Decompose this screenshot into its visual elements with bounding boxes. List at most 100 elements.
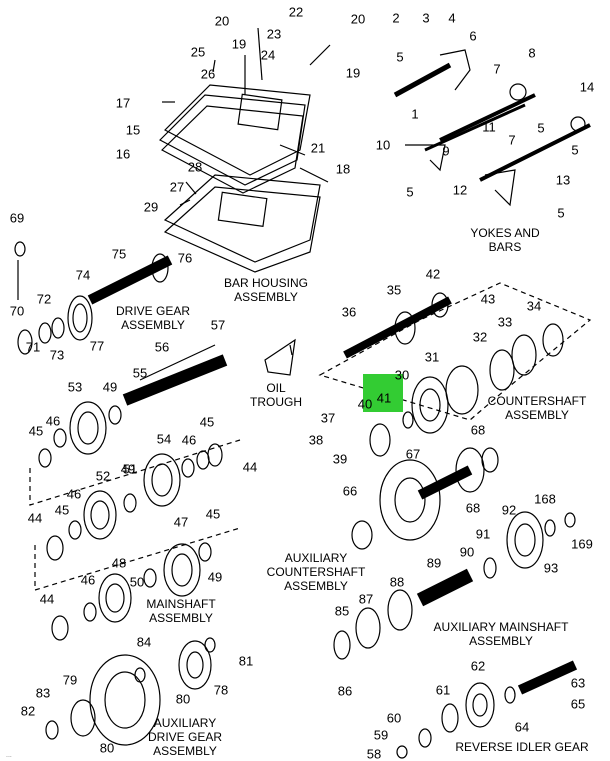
part-number-20[interactable]: 20: [350, 11, 366, 27]
part-number-89[interactable]: 89: [426, 555, 442, 571]
part-number-39[interactable]: 39: [332, 451, 348, 467]
part-number-80[interactable]: 80: [99, 740, 115, 756]
part-number-40[interactable]: 40: [357, 396, 373, 412]
part-number-7[interactable]: 7: [493, 61, 501, 77]
part-number-29[interactable]: 29: [143, 199, 159, 215]
part-number-68[interactable]: 68: [465, 500, 481, 516]
part-number-16[interactable]: 16: [115, 146, 131, 162]
part-number-5[interactable]: 5: [396, 49, 404, 65]
part-number-63[interactable]: 63: [570, 675, 586, 691]
part-number-31[interactable]: 31: [424, 349, 440, 365]
part-number-46[interactable]: 46: [66, 486, 82, 502]
part-number-68[interactable]: 68: [470, 422, 486, 438]
part-number-2[interactable]: 2: [392, 10, 400, 26]
part-number-19[interactable]: 19: [345, 65, 361, 81]
part-number-81[interactable]: 81: [238, 653, 254, 669]
part-number-49[interactable]: 49: [207, 569, 223, 585]
part-number-60[interactable]: 60: [386, 710, 402, 726]
part-number-48[interactable]: 48: [111, 555, 127, 571]
part-number-45[interactable]: 45: [28, 423, 44, 439]
part-number-45[interactable]: 45: [199, 414, 215, 430]
part-number-27[interactable]: 27: [169, 179, 185, 195]
part-number-22[interactable]: 22: [288, 4, 304, 20]
part-number-5[interactable]: 5: [406, 184, 414, 200]
part-number-45[interactable]: 45: [54, 502, 70, 518]
part-number-168[interactable]: 168: [534, 491, 556, 507]
part-number-7[interactable]: 7: [508, 132, 516, 148]
part-number-25[interactable]: 25: [190, 44, 206, 60]
part-number-20[interactable]: 20: [214, 13, 230, 29]
part-number-62[interactable]: 62: [470, 658, 486, 674]
part-number-15[interactable]: 15: [125, 122, 141, 138]
part-number-74[interactable]: 74: [75, 267, 91, 283]
part-number-77[interactable]: 77: [89, 338, 105, 354]
part-number-56[interactable]: 56: [154, 339, 170, 355]
part-number-3[interactable]: 3: [422, 10, 430, 26]
part-number-55[interactable]: 55: [132, 365, 148, 381]
part-number-64[interactable]: 64: [514, 719, 530, 735]
part-number-84[interactable]: 84: [136, 634, 152, 650]
part-number-69[interactable]: 69: [9, 210, 25, 226]
part-number-18[interactable]: 18: [335, 161, 351, 177]
part-number-70[interactable]: 70: [9, 303, 25, 319]
part-number-49[interactable]: 49: [120, 461, 136, 477]
part-number-58[interactable]: 58: [366, 746, 382, 761]
part-number-24[interactable]: 24: [260, 47, 276, 63]
part-number-44[interactable]: 44: [242, 459, 258, 475]
part-number-88[interactable]: 88: [389, 574, 405, 590]
part-number-44[interactable]: 44: [27, 510, 43, 526]
part-number-169[interactable]: 169: [571, 536, 593, 552]
part-number-51[interactable]: 51: [122, 461, 138, 477]
part-number-73[interactable]: 73: [49, 347, 65, 363]
part-number-79[interactable]: 79: [62, 672, 78, 688]
part-number-57[interactable]: 57: [210, 317, 226, 333]
part-number-36[interactable]: 36: [341, 304, 357, 320]
highlighted-part-41[interactable]: [363, 374, 403, 412]
part-number-4[interactable]: 4: [448, 10, 456, 26]
part-number-34[interactable]: 34: [526, 298, 542, 314]
part-number-75[interactable]: 75: [111, 246, 127, 262]
part-number-46[interactable]: 46: [80, 572, 96, 588]
part-number-83[interactable]: 83: [35, 685, 51, 701]
part-number-47[interactable]: 47: [173, 514, 189, 530]
part-number-91[interactable]: 91: [475, 526, 491, 542]
part-number-41[interactable]: 41: [376, 390, 392, 406]
part-number-21[interactable]: 21: [310, 140, 326, 156]
part-number-32[interactable]: 32: [472, 329, 488, 345]
part-number-13[interactable]: 13: [555, 172, 571, 188]
part-number-46[interactable]: 46: [181, 432, 197, 448]
part-number-82[interactable]: 82: [20, 703, 36, 719]
part-number-30[interactable]: 30: [394, 367, 410, 383]
part-number-90[interactable]: 90: [459, 544, 475, 560]
part-number-14[interactable]: 14: [579, 79, 595, 95]
part-number-80[interactable]: 80: [175, 691, 191, 707]
part-number-65[interactable]: 65: [570, 696, 586, 712]
part-number-10[interactable]: 10: [375, 137, 391, 153]
part-number-72[interactable]: 72: [36, 291, 52, 307]
part-number-50[interactable]: 50: [129, 574, 145, 590]
part-number-5[interactable]: 5: [571, 142, 579, 158]
part-number-35[interactable]: 35: [386, 282, 402, 298]
part-number-53[interactable]: 53: [67, 379, 83, 395]
part-number-37[interactable]: 37: [320, 410, 336, 426]
part-number-49[interactable]: 49: [102, 379, 118, 395]
part-number-6[interactable]: 6: [469, 28, 477, 44]
part-number-19[interactable]: 19: [231, 36, 247, 52]
part-number-43[interactable]: 43: [480, 291, 496, 307]
part-number-42[interactable]: 42: [425, 266, 441, 282]
part-number-11[interactable]: 11: [482, 119, 496, 135]
part-number-71[interactable]: 71: [25, 339, 41, 355]
part-number-85[interactable]: 85: [334, 603, 350, 619]
part-number-44[interactable]: 44: [39, 591, 55, 607]
part-number-5[interactable]: 5: [537, 120, 545, 136]
part-number-67[interactable]: 67: [405, 446, 421, 462]
part-number-46[interactable]: 46: [45, 413, 61, 429]
part-number-12[interactable]: 12: [452, 182, 468, 198]
part-number-59[interactable]: 59: [373, 727, 389, 743]
part-number-86[interactable]: 86: [337, 683, 353, 699]
part-number-61[interactable]: 61: [435, 682, 451, 698]
part-number-93[interactable]: 93: [543, 560, 559, 576]
part-number-17[interactable]: 17: [115, 95, 131, 111]
part-number-66[interactable]: 66: [342, 483, 358, 499]
part-number-1[interactable]: 1: [411, 106, 419, 122]
